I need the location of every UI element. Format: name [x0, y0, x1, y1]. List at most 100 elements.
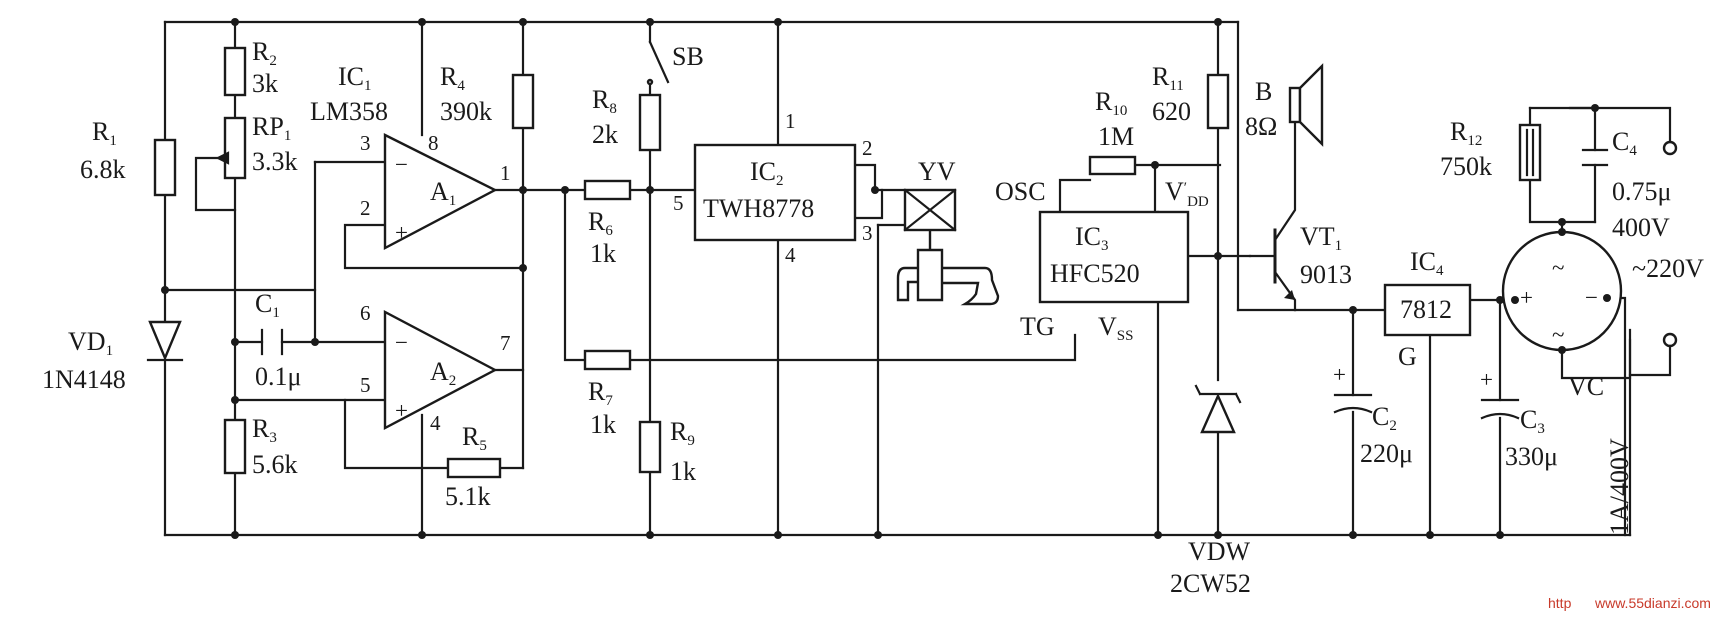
wires — [163, 20, 1672, 537]
b-value: 8Ω — [1245, 112, 1277, 141]
varistor-r12: R12 750k — [1440, 117, 1542, 182]
watermark-prefix: http — [1548, 595, 1572, 611]
vt1-value: 9013 — [1300, 260, 1352, 289]
capacitor-c3: + C3 330μ — [1480, 367, 1558, 471]
vdw-ref: VDW — [1188, 537, 1251, 566]
a2-pin-6: 6 — [360, 301, 371, 325]
c3-plus: + — [1480, 367, 1493, 392]
opamp-a1: − + A1 3 2 1 8 — [360, 131, 511, 250]
a1-pin-1: 1 — [500, 161, 511, 185]
c3-ref: C3 — [1520, 405, 1545, 437]
c4-voltage: 400V — [1612, 213, 1670, 242]
r1-value: 6.8k — [80, 155, 126, 184]
ic2-pin-2: 2 — [862, 136, 873, 160]
a2-pin-7: 7 — [500, 331, 511, 355]
resistor-r3: R3 5.6k — [223, 414, 298, 479]
speaker-b: B 8Ω — [1245, 63, 1324, 147]
a1-pin-2: 2 — [360, 196, 371, 220]
bridge-plus: + — [1520, 285, 1533, 310]
faucet-icon — [896, 230, 1000, 306]
a2-plus: + — [395, 398, 408, 423]
r11-ref: R11 — [1152, 62, 1184, 94]
ic1-ref: IC1 — [338, 62, 372, 94]
c2-ref: C2 — [1372, 402, 1397, 434]
rp1-value: 3.3k — [252, 147, 298, 176]
sb-ref: SB — [672, 42, 704, 71]
r6-ref: R6 — [588, 207, 613, 239]
resistor-r7: R7 1k — [583, 349, 632, 439]
ic2-pin-3: 3 — [862, 221, 873, 245]
r12-ref: R12 — [1450, 117, 1482, 149]
r4-value: 390k — [440, 97, 492, 126]
ic3-pin-tg: TG — [1020, 312, 1055, 341]
ic1-pin-8: 8 — [428, 131, 439, 155]
r10-value: 1M — [1098, 122, 1134, 151]
c2-plus: + — [1333, 362, 1346, 387]
capacitor-c2: + C2 220μ — [1333, 362, 1413, 468]
a2-ref: A2 — [430, 357, 456, 389]
ic3-hfc520: IC3 HFC520 OSC V′DD TG VSS — [995, 177, 1209, 344]
r8-value: 2k — [592, 120, 618, 149]
c3-value: 330μ — [1505, 442, 1558, 471]
r10-ref: R10 — [1095, 87, 1127, 119]
c2-value: 220μ — [1360, 439, 1413, 468]
supply-label: ~220V — [1632, 254, 1704, 283]
resistor-r10: R10 1M — [1088, 87, 1137, 176]
resistor-r2: R2 3k — [223, 37, 278, 98]
r4-ref: R4 — [440, 62, 465, 94]
c4-value: 0.75μ — [1612, 177, 1671, 206]
b-ref: B — [1255, 77, 1272, 106]
resistor-r4: R4 390k — [440, 62, 535, 130]
ic1-label: IC1 LM358 — [310, 62, 388, 126]
vc-value: 1A/400V — [1605, 438, 1634, 535]
a1-plus: + — [395, 220, 408, 245]
r12-value: 750k — [1440, 152, 1492, 181]
resistor-r6: R6 1k — [583, 179, 632, 268]
resistor-r5: R5 5.1k — [445, 422, 502, 511]
watermark: http www.55dianzi.com — [1548, 595, 1711, 611]
zener-vdw: VDW 2CW52 — [1170, 384, 1251, 598]
ic1-value: LM358 — [310, 97, 388, 126]
resistor-r1: R1 6.8k — [80, 117, 177, 197]
r3-value: 5.6k — [252, 450, 298, 479]
ic4-ref: IC4 — [1410, 247, 1444, 279]
r5-ref: R5 — [462, 422, 487, 454]
diode-vd1: VD1 1N4148 — [42, 320, 184, 394]
rp1-ref: RP1 — [252, 112, 291, 144]
a1-minus: − — [395, 152, 408, 177]
ic2-pin-4: 4 — [785, 243, 796, 267]
resistor-r8: R8 2k — [592, 85, 662, 152]
ic3-pin-vdd: V′DD — [1165, 177, 1209, 210]
regulator-ic4: 7812 IC4 G — [1383, 247, 1472, 371]
r8-ref: R8 — [592, 85, 617, 117]
ic2-pin-1: 1 — [785, 109, 796, 133]
a1-pin-3: 3 — [360, 131, 371, 155]
ic4-value: 7812 — [1400, 295, 1452, 324]
r7-value: 1k — [590, 410, 616, 439]
ic3-ref: IC3 — [1075, 222, 1109, 254]
watermark-site: www.55dianzi.com — [1594, 595, 1711, 611]
r5-value: 5.1k — [445, 482, 491, 511]
bridge-ac-bottom: ~ — [1552, 322, 1564, 347]
ic3-pin-osc: OSC — [995, 177, 1046, 206]
vt1-ref: VT1 — [1300, 222, 1342, 254]
transistor-vt1: VT1 9013 — [1248, 222, 1352, 300]
ic2-pin-5: 5 — [673, 191, 684, 215]
c4-ref: C4 — [1612, 127, 1637, 159]
ic4-pin-g: G — [1398, 342, 1417, 371]
vd1-ref: VD1 — [68, 327, 113, 359]
r6-value: 1k — [590, 239, 616, 268]
ic3-value: HFC520 — [1050, 259, 1140, 288]
vc-ref: VC — [1568, 372, 1604, 401]
potentiometer-rp1: RP1 3.3k — [215, 112, 298, 180]
r7-ref: R7 — [588, 377, 613, 409]
ic3-pin-vss: VSS — [1098, 312, 1133, 344]
r9-ref: R9 — [670, 417, 695, 449]
bridge-minus: − — [1585, 285, 1598, 310]
ic2-ref: IC2 — [750, 157, 784, 189]
yv-ref: YV — [918, 157, 956, 186]
r2-ref: R2 — [252, 37, 277, 69]
solenoid-valve-yv: YV — [896, 157, 1000, 306]
ic2-value: TWH8778 — [703, 194, 814, 223]
